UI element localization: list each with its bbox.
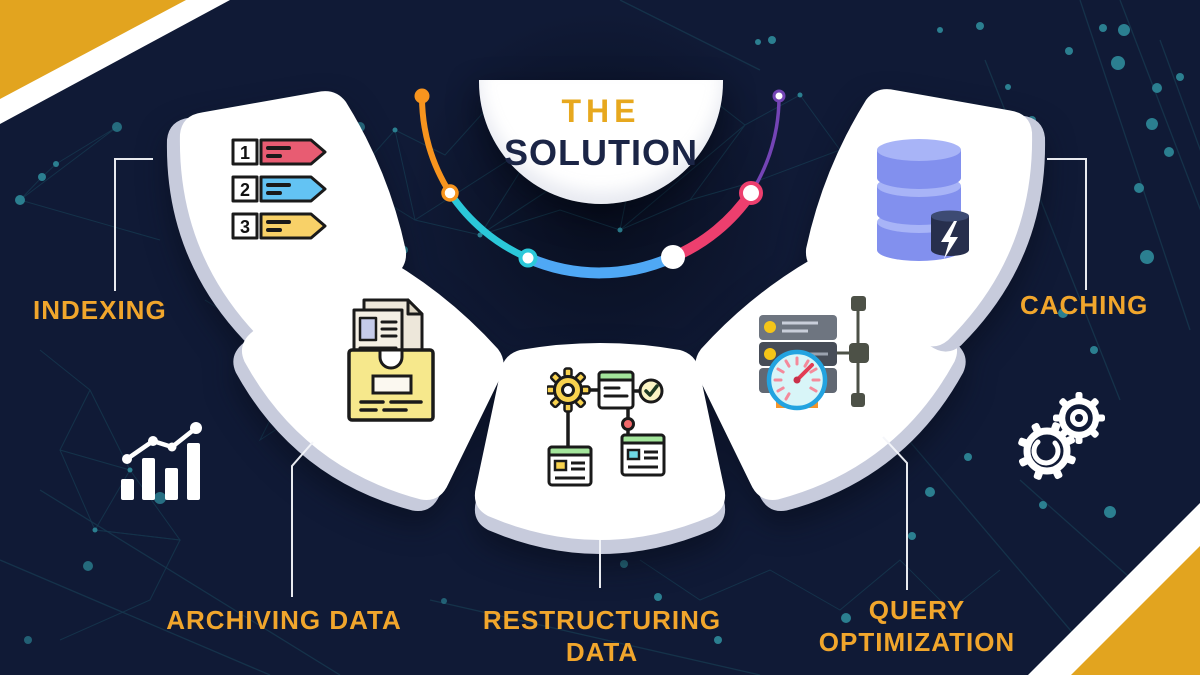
title-the: THE — [561, 93, 641, 129]
bar-chart-trend-icon — [121, 422, 202, 500]
label-restructuring-line2: DATA — [565, 637, 639, 667]
flowchart-gear — [547, 367, 591, 413]
index-number-1: 1 — [240, 143, 250, 163]
large-gear — [1018, 422, 1076, 480]
label-restructuring-data: RESTRUCTURING DATA — [483, 604, 721, 668]
flowchart-windows — [547, 370, 666, 487]
label-indexing: INDEXING — [33, 295, 167, 325]
numbered-list-arrows-icon: 1 2 3 — [231, 138, 327, 240]
small-gear — [1053, 392, 1105, 444]
label-restructuring-line1: RESTRUCTURING — [482, 605, 722, 635]
database-stack-lightning-icon — [877, 139, 969, 261]
archive-drawer-documents-icon — [347, 298, 435, 422]
label-query-line2: OPTIMIZATION — [818, 627, 1016, 657]
label-caching: CACHING — [1020, 290, 1149, 320]
label-query-line1: QUERY — [868, 595, 966, 625]
gear-flowchart-icon — [547, 367, 666, 487]
index-number-3: 3 — [240, 217, 250, 237]
double-gears-icon — [1018, 392, 1105, 480]
arc-milestone-dots — [414, 88, 786, 269]
page-title: SOLUTION — [504, 132, 698, 173]
index-number-2: 2 — [240, 180, 250, 200]
git-nodes — [837, 296, 869, 407]
cache-lightning-cylinder — [931, 210, 969, 259]
label-archiving-data: ARCHIVING DATA — [166, 605, 402, 635]
label-connector-lines — [114, 158, 1087, 597]
label-query-optimization: QUERY OPTIMIZATION — [819, 594, 1015, 658]
speedometer — [766, 349, 828, 411]
server-speedometer-icon — [759, 296, 869, 411]
